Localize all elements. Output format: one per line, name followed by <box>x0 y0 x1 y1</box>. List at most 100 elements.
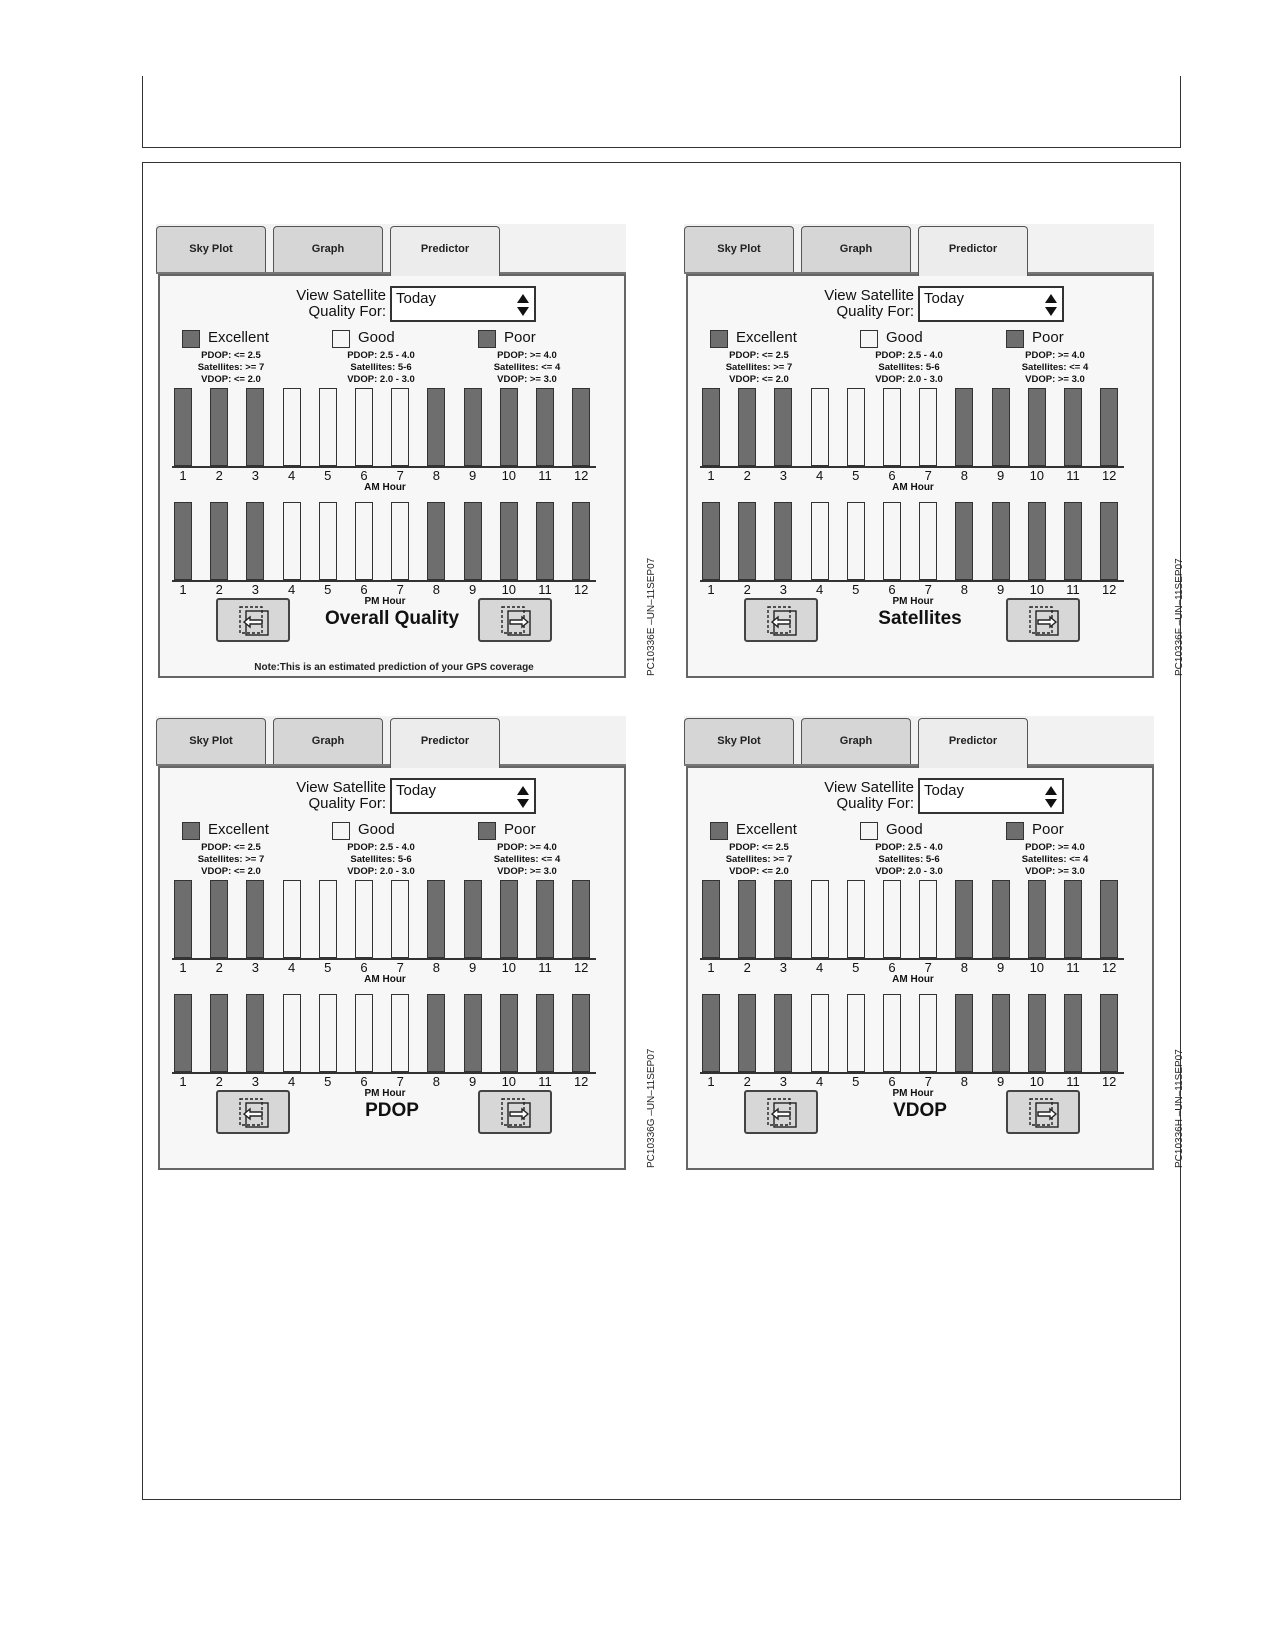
quality-day-select[interactable]: Today <box>390 778 536 814</box>
hour-label: 1 <box>707 1074 715 1089</box>
previous-button[interactable] <box>216 598 290 642</box>
tab-sky-plot[interactable]: Sky Plot <box>684 718 794 764</box>
hour-label: 4 <box>815 468 824 483</box>
hour-bar-pm-2 <box>738 994 757 1072</box>
hour-bar-pm-4 <box>282 502 301 580</box>
updown-arrows-icon[interactable] <box>1044 785 1058 809</box>
view-label-line2: Quality For: <box>308 795 386 812</box>
previous-page-icon <box>767 606 797 636</box>
hour-bar-pm-6 <box>355 502 373 580</box>
hour-label: 3 <box>779 1074 787 1089</box>
previous-page-icon <box>239 1098 269 1128</box>
hour-label: 7 <box>924 960 932 975</box>
coverage-note: Note:This is an estimated prediction of … <box>254 662 534 673</box>
legend-swatch-good <box>332 330 350 348</box>
hour-label: 9 <box>468 1074 477 1089</box>
tab-sky-plot[interactable]: Sky Plot <box>684 226 794 272</box>
hour-bar-pm-4 <box>810 502 829 580</box>
quality-day-select[interactable]: Today <box>390 286 536 322</box>
view-label-line1: View Satellite <box>296 779 386 796</box>
tab-graph[interactable]: Graph <box>273 226 383 272</box>
next-button[interactable] <box>478 598 552 642</box>
pm-hour-axis-label: PM Hour <box>892 596 934 607</box>
legend-criteria-line: PDOP: >= 4.0 <box>1025 842 1085 853</box>
updown-arrows-icon[interactable] <box>1044 293 1058 317</box>
tab-graph[interactable]: Graph <box>273 718 383 764</box>
legend-criteria-line: PDOP: 2.5 - 4.0 <box>875 842 943 853</box>
hour-bar-am-6 <box>355 880 373 958</box>
hour-bar-pm-11 <box>1064 502 1082 580</box>
hour-label: 3 <box>251 960 259 975</box>
legend-criteria-line: VDOP: <= 2.0 <box>201 866 261 877</box>
legend-criteria-line: Satellites: >= 7 <box>725 854 793 865</box>
hour-label: 12 <box>1101 468 1117 483</box>
hour-label: 1 <box>707 960 715 975</box>
tab-predictor[interactable]: Predictor <box>390 718 500 768</box>
legend-criteria-line: PDOP: <= 2.5 <box>729 350 789 361</box>
pm-hour-axis-label: PM Hour <box>364 596 406 607</box>
next-button[interactable] <box>1006 1090 1080 1134</box>
next-button[interactable] <box>1006 598 1080 642</box>
tab-sky-plot[interactable]: Sky Plot <box>156 718 266 764</box>
hour-bar-am-9 <box>463 880 482 958</box>
hour-bar-am-12 <box>1100 880 1119 958</box>
hour-label: 3 <box>779 582 787 597</box>
hour-label: 2 <box>215 582 223 597</box>
hour-label: 5 <box>852 1074 860 1089</box>
hour-bar-pm-8 <box>427 502 446 580</box>
hour-bar-am-10 <box>499 388 518 466</box>
tab-graph[interactable]: Graph <box>801 226 911 272</box>
hour-label: 4 <box>287 960 296 975</box>
previous-button[interactable] <box>744 1090 818 1134</box>
hour-label: 5 <box>324 582 332 597</box>
tab-predictor[interactable]: Predictor <box>918 226 1028 276</box>
legend-criteria-line: PDOP: 2.5 - 4.0 <box>347 842 415 853</box>
legend-criteria-line: VDOP: >= 3.0 <box>497 866 557 877</box>
legend-criteria-line: PDOP: 2.5 - 4.0 <box>347 350 415 361</box>
hour-bar-pm-12 <box>572 994 591 1072</box>
legend-label-poor: Poor <box>1032 329 1064 346</box>
hour-label: 6 <box>888 960 896 975</box>
legend-swatch-poor <box>1006 330 1024 348</box>
legend-criteria-line: Satellites: >= 7 <box>197 362 265 373</box>
hour-label: 8 <box>432 468 440 483</box>
tab-sky-plot[interactable]: Sky Plot <box>156 226 266 272</box>
previous-page-icon <box>767 1098 797 1128</box>
previous-button[interactable] <box>216 1090 290 1134</box>
hour-bar-pm-1 <box>702 502 720 580</box>
hour-bar-pm-11 <box>1064 994 1082 1072</box>
tab-predictor[interactable]: Predictor <box>918 718 1028 768</box>
legend-criteria-line: Satellites: <= 4 <box>493 854 561 865</box>
hour-bar-am-9 <box>991 388 1010 466</box>
tab-graph[interactable]: Graph <box>801 718 911 764</box>
legend-swatch-excellent <box>182 822 200 840</box>
hour-label: 3 <box>779 960 787 975</box>
quality-day-select[interactable]: Today <box>918 286 1064 322</box>
previous-button[interactable] <box>744 598 818 642</box>
hour-bar-am-3 <box>246 388 265 466</box>
hour-label: 12 <box>1101 960 1117 975</box>
hour-label: 10 <box>501 468 517 483</box>
legend-swatch-poor <box>1006 822 1024 840</box>
hour-bar-am-6 <box>883 880 901 958</box>
legend-swatch-poor <box>478 822 496 840</box>
hour-bar-pm-8 <box>955 502 974 580</box>
updown-arrows-icon[interactable] <box>516 293 530 317</box>
tab-predictor[interactable]: Predictor <box>390 226 500 276</box>
hour-label: 7 <box>924 582 932 597</box>
quality-day-select[interactable]: Today <box>918 778 1064 814</box>
hour-label: 5 <box>852 468 860 483</box>
hour-bar-am-11 <box>1064 388 1082 466</box>
hour-bar-pm-7 <box>391 502 410 580</box>
hour-label: 9 <box>468 960 477 975</box>
hour-label: 1 <box>179 582 187 597</box>
legend-criteria-line: VDOP: >= 3.0 <box>1025 374 1085 385</box>
next-button[interactable] <box>478 1090 552 1134</box>
legend-criteria-line: VDOP: <= 2.0 <box>729 866 789 877</box>
updown-arrows-icon[interactable] <box>516 785 530 809</box>
